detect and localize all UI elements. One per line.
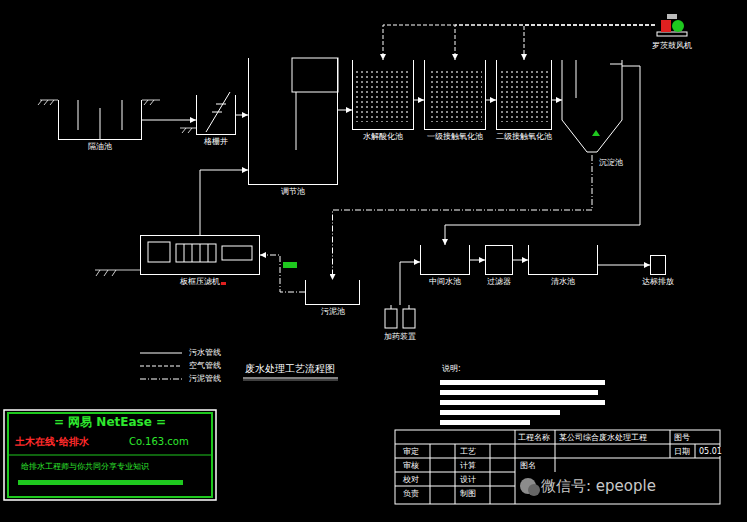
pipe-line [524, 25, 655, 60]
pipe-line [338, 110, 352, 111]
tank-label: 达标排放 [641, 277, 675, 287]
tank-label: 沉淀池 [598, 158, 624, 168]
pipe-line [383, 25, 655, 60]
table-cell: 校对 [402, 475, 420, 484]
table-cell: 负责 [402, 489, 420, 498]
legend-label: 污泥管线 [188, 374, 222, 383]
pipe-line [236, 115, 248, 116]
table-cell: 日期 [673, 447, 691, 456]
tank-label: 加药装置 [383, 332, 417, 342]
sludge-tank: 污泥池 [305, 280, 360, 305]
pipe-line [470, 260, 485, 261]
table-cell: 某公司综合废水处理工程 [558, 433, 648, 442]
tank-label: 隔油池 [87, 142, 113, 152]
clear-water-tank: 清水池 [528, 245, 598, 275]
table-cell: 设计 [459, 475, 477, 484]
table-cell: 工艺 [459, 447, 477, 456]
table-cell: 制图 [459, 489, 477, 498]
pipe-line [142, 120, 196, 121]
oxidation-tank: 二级接触氧化池 [496, 60, 552, 130]
pipe-line [598, 265, 650, 266]
tank-label: 调节池 [280, 187, 306, 197]
settling-tank: 沉淀池 [562, 60, 622, 155]
pipe-line [260, 255, 305, 292]
brand-title: = 网易 NetEase = [53, 416, 167, 430]
watermark: 微信号: epeople [540, 478, 657, 495]
table-cell: 审核 [402, 461, 420, 470]
tank-label: 罗茨鼓风机 [651, 41, 693, 51]
brand-subtitle: 土木在线·给排水 [14, 436, 90, 448]
hydrolysis-tank: 水解酸化池 [352, 60, 414, 130]
oxidation-tank: 一级接触氧化池 [424, 60, 486, 130]
oil-separator-tank: 隔油池 [58, 100, 142, 140]
tank-label: 污泥池 [320, 307, 346, 317]
intermediate-tank: 中间水池 [420, 245, 470, 275]
equalization-tank: 调节池 [248, 58, 338, 185]
dosing-unit: 加药装置 [383, 305, 417, 329]
table-cell: 工程名称 [517, 433, 551, 442]
tank-label: 二级接触氧化池 [495, 132, 553, 142]
tank-label: 一级接触氧化池 [426, 132, 484, 142]
tank-label: 清水池 [550, 277, 576, 287]
brand-slogan: 给排水工程师与你共同分享专业知识 [20, 462, 150, 471]
tank-label: 中间水池 [428, 277, 462, 287]
table-cell: 图号 [673, 433, 691, 442]
tank-label: 格栅井 [203, 137, 229, 147]
table-cell: 图名 [519, 461, 537, 470]
pipe-line [486, 100, 496, 101]
pipe-line [333, 155, 593, 280]
tank-label: 过滤器 [486, 277, 512, 287]
pipe-line [455, 25, 655, 60]
screen-well: 格栅井 [196, 95, 236, 135]
pipe-line [414, 100, 424, 101]
legend-label: 污水管线 [188, 348, 222, 357]
drawing-title: 废水处理工艺流程图 [244, 363, 336, 375]
roots-blower: 罗茨鼓风机 [655, 12, 689, 38]
tank-label: 水解酸化池 [362, 132, 404, 142]
filter-vessel: 过滤器 [485, 245, 513, 275]
pipe-line [400, 262, 420, 305]
table-cell: 审定 [402, 447, 420, 456]
table-cell: 计算 [459, 461, 477, 470]
legend-label: 空气管线 [188, 361, 222, 370]
table-cell: 05.01 [698, 447, 723, 456]
pipe-line [445, 66, 640, 245]
pipe-line [513, 260, 528, 261]
brand-url: Co.163.com [128, 436, 190, 448]
discharge-outlet: 达标排放 [650, 255, 666, 275]
note-heading: 说明: [441, 364, 462, 373]
filter-press: 板框压滤机 [140, 235, 260, 275]
tank-label: 板框压滤机 [179, 277, 221, 287]
pipe-line [552, 100, 562, 101]
pipe-line [200, 170, 248, 235]
